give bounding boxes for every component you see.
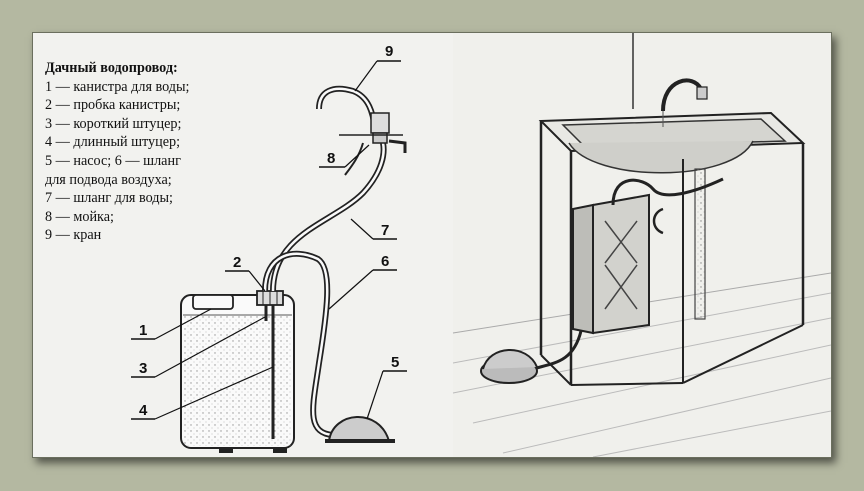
faucet: [316, 85, 407, 153]
callout-7: 7: [350, 218, 397, 240]
svg-text:7: 7: [381, 222, 389, 239]
svg-text:1: 1: [139, 322, 147, 339]
callout-9: 9: [354, 43, 401, 92]
legend-line: 5 — насос; 6 — шланг: [45, 152, 181, 169]
pump: [325, 416, 395, 443]
callout-1: 1: [131, 308, 212, 340]
legend-line: 8 — мойка;: [45, 208, 114, 225]
svg-text:5: 5: [391, 354, 399, 371]
legend-line: 9 — кран: [45, 227, 102, 244]
sink-drain: [344, 142, 364, 176]
callout-4: 4: [131, 366, 274, 420]
legend-line: 3 — короткий штуцер;: [45, 115, 182, 132]
legend-line: 2 — пробка канистры;: [45, 97, 181, 114]
legend-line: для подвода воздуха;: [45, 171, 172, 188]
callout-3: 3: [131, 316, 266, 378]
water-canister: [180, 294, 295, 453]
svg-text:6: 6: [381, 253, 389, 270]
illustration-frame: Дачный водопровод: 1 — канистра для воды…: [32, 32, 832, 458]
callout-8: 8: [319, 144, 370, 168]
svg-text:2: 2: [233, 254, 241, 271]
canister-cap: [256, 290, 284, 306]
legend-title: Дачный водопровод:: [45, 60, 178, 76]
callout-6: 6: [328, 253, 397, 310]
room-scene: [452, 33, 831, 457]
legend: Дачный водопровод: 1 — канистра для воды…: [45, 59, 245, 245]
callout-5: 5: [366, 354, 407, 420]
svg-text:4: 4: [139, 402, 148, 419]
svg-text:9: 9: [385, 43, 393, 60]
legend-line: 1 — канистра для воды;: [45, 78, 190, 95]
svg-text:8: 8: [327, 150, 335, 167]
legend-line: 4 — длинный штуцер;: [45, 134, 181, 151]
callout-2: 2: [225, 254, 266, 292]
legend-line: 7 — шланг для воды;: [45, 190, 173, 207]
svg-text:3: 3: [139, 360, 147, 377]
schematic-illustration: 9 8 7 6 5 2 1: [131, 33, 831, 457]
